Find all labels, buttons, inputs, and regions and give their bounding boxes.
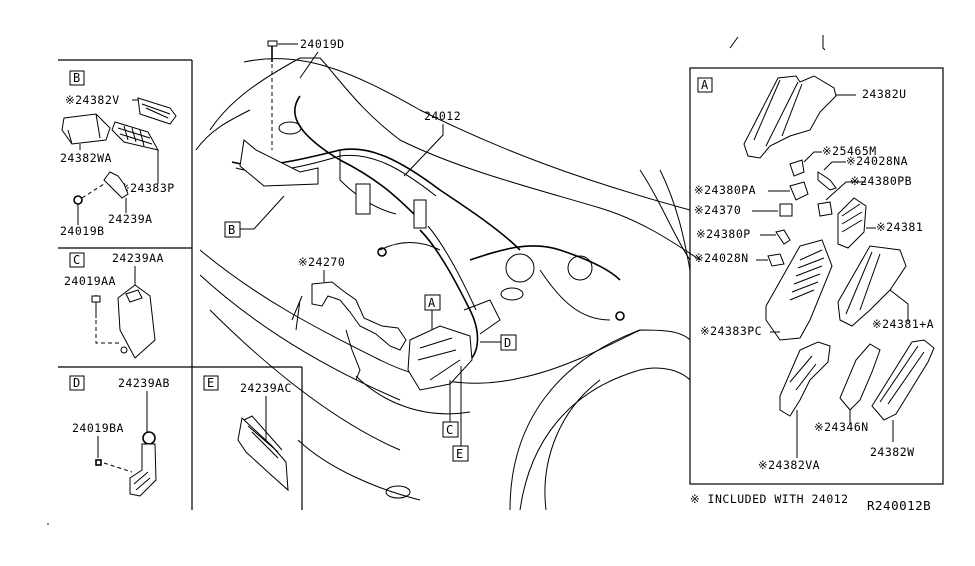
part-label-24380p: ※24380P: [696, 227, 751, 241]
part-24239a-bracket: [103, 171, 129, 199]
part-label-24019b: 24019B: [60, 224, 105, 238]
part-24028n: [767, 253, 785, 267]
part-24370: [779, 203, 793, 217]
part-24381a-cover: [837, 245, 907, 327]
panel-d-box: [69, 375, 85, 391]
part-24019b-nut: [73, 195, 83, 205]
part-label-24019ba: 24019BA: [72, 421, 124, 435]
part-24382w-cover: [871, 339, 935, 421]
panel-e-box: [203, 375, 219, 391]
part-24380p: [775, 229, 791, 245]
panel-c-box: [69, 252, 85, 268]
part-24239ab-grommet: [142, 431, 156, 445]
part-label-24380pb: ※24380PB: [850, 174, 912, 188]
panel-b-box: [69, 70, 85, 86]
callout-24012: 24012: [424, 109, 461, 123]
part-24382wa-block: [61, 113, 111, 145]
panel-d: D 24239AB 24019BA: [69, 375, 170, 497]
part-label-24382wa: 24382WA: [60, 151, 112, 165]
part-label-24346n: ※24346N: [814, 420, 869, 434]
fuse-block-a: [407, 325, 473, 391]
diagram-code: R240012B: [867, 498, 931, 513]
part-24239ab-bracket: [129, 443, 157, 497]
part-label-24381: ※24381: [876, 220, 923, 234]
view-ref-c[interactable]: C: [446, 423, 453, 437]
footnote: ※ INCLUDED WITH 24012: [690, 492, 849, 506]
part-label-24382w: 24382W: [870, 445, 915, 459]
part-label-24239ab: 24239AB: [118, 376, 170, 390]
part-label-24028na: ※24028NA: [846, 154, 908, 168]
panel-e: E 24239AC: [203, 375, 292, 492]
view-ref-b[interactable]: B: [228, 223, 235, 237]
callout-24270: ※24270: [298, 255, 345, 269]
part-24380pa: [789, 181, 809, 201]
part-label-24382va: ※24382VA: [758, 458, 820, 472]
part-24382u-cover: [743, 75, 837, 159]
part-24019aa-bolt: [91, 295, 101, 303]
panel-a-title: A: [701, 78, 709, 92]
part-24239aa-cover: [117, 284, 156, 359]
panel-a: A 24382U ※25465M ※24028NA ※24380PA ※2438…: [689, 67, 944, 485]
part-label-24370: ※24370: [694, 203, 741, 217]
part-label-24239ac: 24239AC: [240, 381, 292, 395]
harness-connector: [355, 183, 371, 215]
main-view: 24019D 24012 ※24270: [195, 37, 701, 511]
panel-a-frame: [689, 67, 944, 485]
view-ref-a[interactable]: A: [428, 296, 436, 310]
part-24383p-relay: [111, 121, 159, 151]
harness-bracket: [239, 139, 319, 187]
panel-d-title: D: [73, 376, 80, 390]
part-24382v-cover: [137, 97, 177, 125]
part-label-24380pa: ※24380PA: [694, 183, 756, 197]
part-24383pc-fuse-block: [765, 239, 833, 341]
panel-b: B ※24382V 24382WA ※24383P 24239A 24019B: [60, 70, 177, 238]
part-label-25465m: ※25465M: [822, 144, 877, 158]
part-label-24383pc: ※24383PC: [700, 324, 762, 338]
part-24019ba-nut: [95, 459, 102, 466]
part-24380pb: [817, 201, 833, 217]
part-label-24381a: ※24381+A: [872, 317, 934, 331]
part-label-24019aa: 24019AA: [64, 274, 116, 288]
panel-c-title: C: [73, 253, 80, 267]
part-label-24383p: ※24383P: [120, 181, 175, 195]
part-24381-relay-block: [837, 197, 867, 249]
panel-c: C 24239AA 24019AA: [64, 251, 164, 359]
part-label-24028n: ※24028N: [694, 251, 749, 265]
part-label-24382v: ※24382V: [65, 93, 120, 107]
part-label-24239a: 24239A: [108, 212, 153, 226]
part-24028na: [817, 171, 837, 191]
panel-b-title: B: [73, 71, 80, 85]
view-ref-d[interactable]: D: [504, 336, 511, 350]
part-label-24382u: 24382U: [862, 87, 907, 101]
panel-e-title: E: [207, 376, 214, 390]
part-24346n: [839, 343, 881, 411]
part-25465m: [789, 159, 805, 177]
harness-connector: [413, 199, 427, 229]
callout-24019d: 24019D: [300, 37, 345, 51]
part-label-24239aa: 24239AA: [112, 251, 164, 265]
bolt-24019d: [267, 40, 278, 47]
view-ref-e[interactable]: E: [456, 447, 463, 461]
panel-a-box: [697, 77, 713, 93]
part-24270-harness: [311, 281, 407, 351]
